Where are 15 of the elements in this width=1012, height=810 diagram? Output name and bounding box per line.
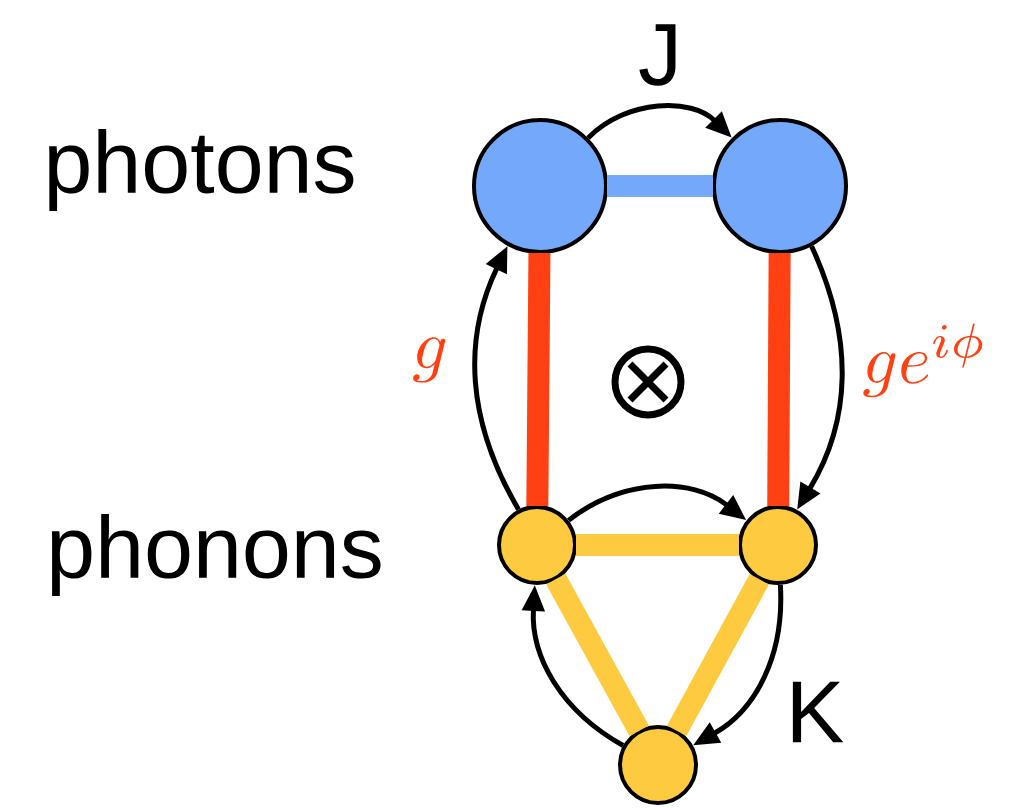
coupling-bar — [607, 175, 713, 197]
coupling-label: J — [639, 24, 676, 86]
coupling-bar — [546, 573, 649, 737]
coupling-label: K — [792, 681, 844, 743]
coupling-bar — [576, 534, 739, 556]
coupling-label: $g$ — [413, 337, 446, 383]
row-label: photons — [49, 129, 354, 211]
mode-circle — [738, 505, 818, 585]
mode-circle — [472, 118, 608, 254]
mode-circle — [712, 118, 848, 254]
row-label: phonons — [51, 514, 381, 596]
mode-circle — [497, 505, 577, 585]
coupling-label: $ge^{i\phi}$ — [863, 323, 983, 398]
coupling-bar — [526, 252, 551, 507]
mode-circle — [618, 725, 698, 805]
